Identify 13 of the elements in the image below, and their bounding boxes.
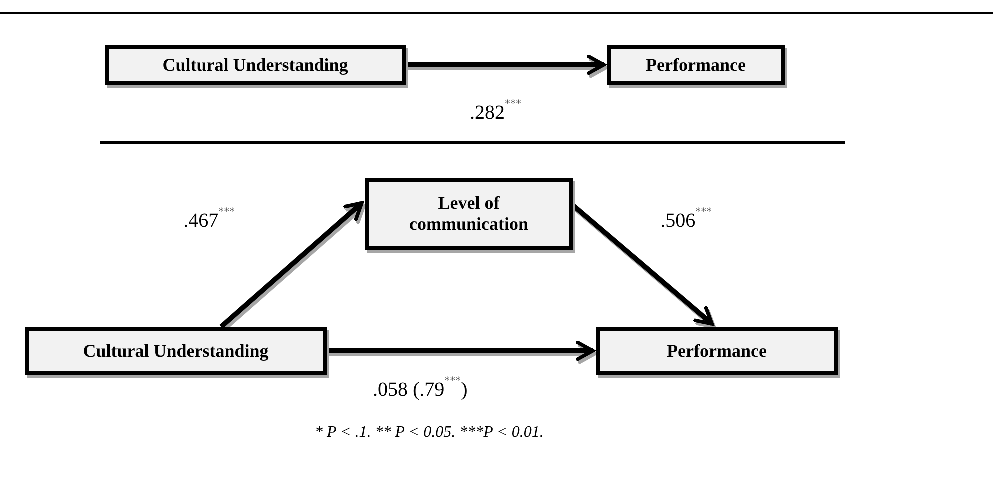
arrow: [220, 201, 364, 329]
edge-label: .506$^{***}$: [660, 210, 712, 233]
arrow: [406, 54, 606, 76]
variable-box: Performance: [607, 45, 785, 85]
variable-box: Performance: [596, 327, 838, 375]
variable-box: Cultural Understanding: [105, 45, 406, 85]
edge-label: .467$^{***}$: [184, 210, 236, 234]
variable-box: Cultural Understanding: [25, 327, 327, 375]
edge-label: .058 (.79$^{***}$): [373, 379, 468, 402]
arrow: [327, 340, 595, 362]
caption: * P < .1. ** P < 0.05. ***P < 0.01.: [315, 424, 544, 442]
edge-label: .282$^{***}$: [470, 102, 522, 125]
variable-box: Level of communication: [365, 178, 573, 250]
